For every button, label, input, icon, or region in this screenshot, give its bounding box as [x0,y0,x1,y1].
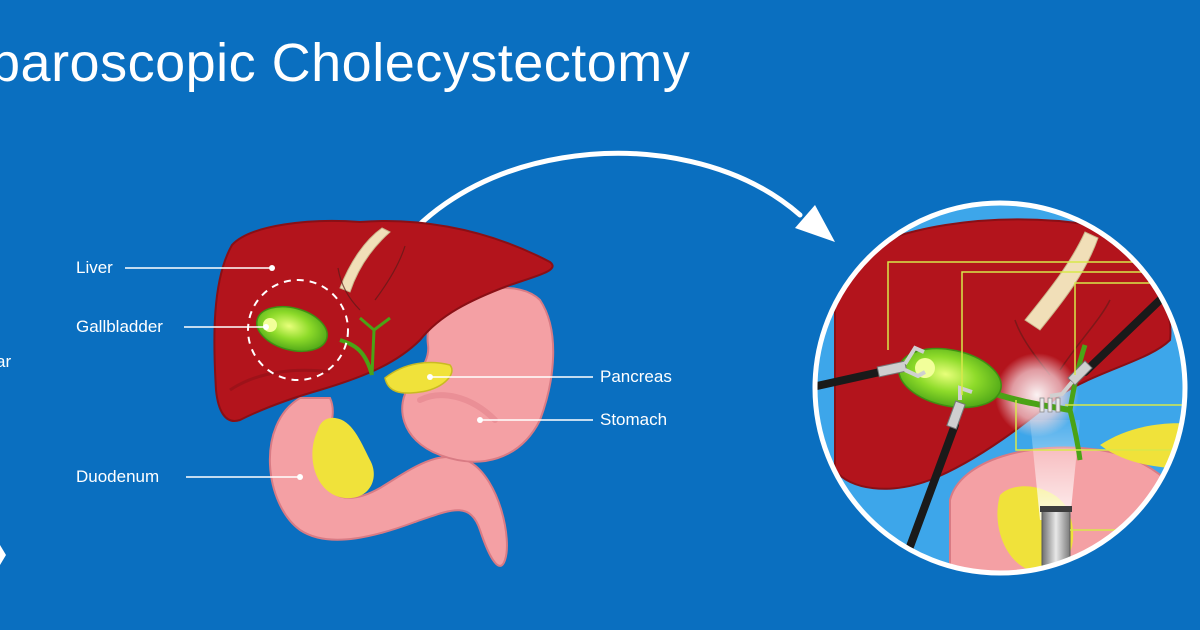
label-pancreas: Pancreas [600,367,672,386]
organ-group-left [213,219,555,567]
label-liver: Liver [76,258,113,277]
label-stomach: Stomach [600,410,668,429]
pancreas-shape [384,361,453,394]
gallbladder-shape [256,305,328,353]
zoom-circle [812,200,1188,576]
duodenum-lumen [312,417,374,499]
instrument-clip-applier [1049,296,1164,398]
label-pointers-left [125,267,593,478]
cut-left-shape [0,545,6,565]
gallbladder-highlight [247,279,349,381]
stomach-shape [401,287,555,463]
instrument-grasper-bottom [901,385,973,564]
page-title: paroscopic Cholecystectomy [0,33,691,93]
label-duodenum: Duodenum [76,467,160,486]
label-gallbladder: Gallbladder [76,317,163,336]
label-cut-left: ar [0,352,12,371]
instrument-grasper-left [815,345,926,396]
